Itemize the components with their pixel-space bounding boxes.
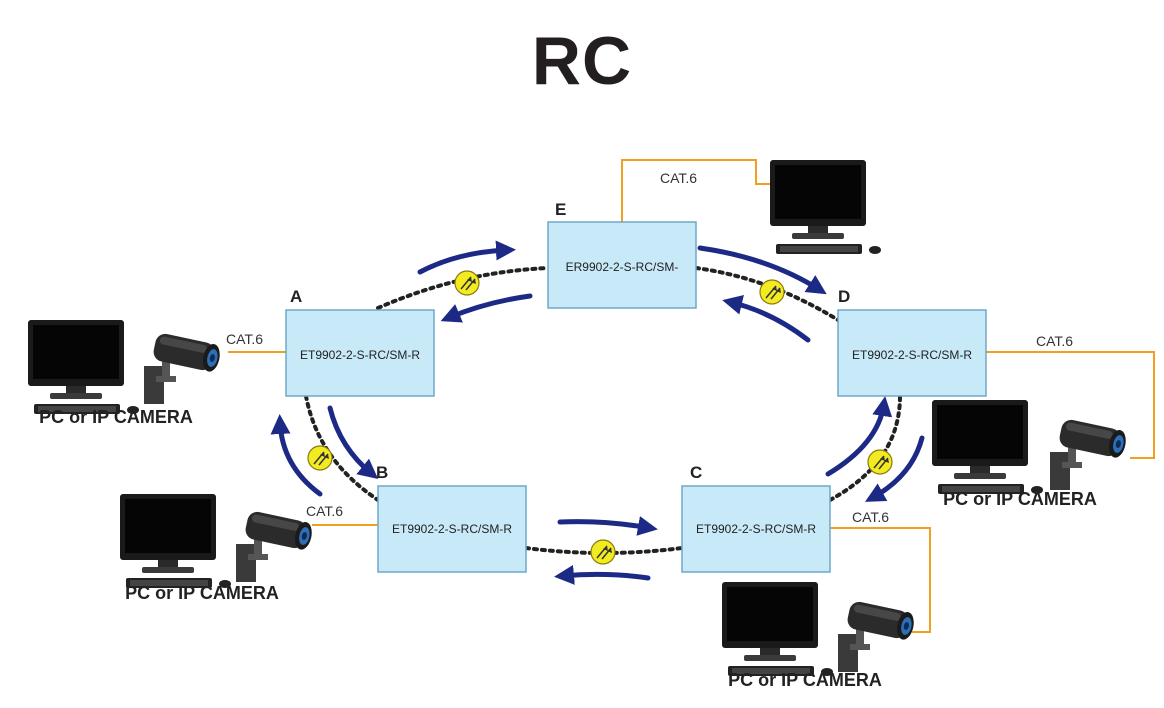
- fiber-link-icon: [454, 270, 480, 296]
- cable-label: CAT.6: [660, 170, 697, 186]
- direction-arrow-icon: [864, 435, 925, 502]
- node-model-label: ET9902-2-S-RC/SM-R: [392, 522, 512, 536]
- direction-arrow-icon: [557, 516, 658, 536]
- node-model-label: ER9902-2-S-RC/SM-: [566, 260, 679, 274]
- cable-line-d: [985, 351, 1155, 459]
- device-label: PC or IP CAMERA: [943, 489, 1097, 509]
- cable-line-c: [830, 527, 931, 633]
- monitor-icon: [770, 160, 881, 254]
- node-model-label: ET9902-2-S-RC/SM-R: [696, 522, 816, 536]
- ip-camera-icon: [1050, 418, 1129, 490]
- device-label: PC or IP CAMERA: [39, 407, 193, 427]
- node-e: ER9902-2-S-RC/SM- E: [547, 200, 697, 309]
- node-d: ET9902-2-S-RC/SM-R D: [837, 287, 987, 397]
- ip-camera-icon: [838, 600, 917, 672]
- node-letter: C: [690, 463, 702, 482]
- device-group-d: [932, 400, 1129, 494]
- direction-arrow-icon: [270, 414, 323, 497]
- fiber-link-icon: [759, 279, 785, 305]
- node-letter: B: [376, 463, 388, 482]
- device-group-e: [770, 160, 881, 254]
- direction-arrow-icon: [440, 293, 533, 323]
- device-label: PC or IP CAMERA: [125, 583, 279, 603]
- direction-arrow-icon: [554, 564, 651, 585]
- node-a: ET9902-2-S-RC/SM-R A: [285, 287, 435, 397]
- fiber-link-c-d: [828, 394, 902, 502]
- diagram-title: RC: [531, 23, 633, 99]
- cable-label: CAT.6: [226, 331, 263, 347]
- monitor-icon: [28, 320, 139, 414]
- node-letter: E: [555, 200, 566, 219]
- cable-label: CAT.6: [1036, 333, 1073, 349]
- cable-label: CAT.6: [852, 509, 889, 525]
- ip-camera-icon: [144, 332, 223, 404]
- node-letter: A: [290, 287, 302, 306]
- device-group-c: [722, 582, 917, 676]
- node-letter: D: [838, 287, 850, 306]
- node-b: ET9902-2-S-RC/SM-R B: [376, 463, 527, 573]
- monitor-icon: [120, 494, 231, 588]
- cable-label: CAT.6: [306, 503, 343, 519]
- node-c: ET9902-2-S-RC/SM-R C: [681, 463, 831, 573]
- direction-arrow-icon: [327, 405, 379, 480]
- direction-arrow-icon: [825, 396, 893, 477]
- cable-line-e: [621, 159, 770, 222]
- monitor-icon: [932, 400, 1043, 494]
- fiber-link-icon: [590, 539, 616, 565]
- fiber-link-icon: [307, 445, 333, 471]
- device-group-b: [120, 494, 315, 588]
- device-label: PC or IP CAMERA: [728, 670, 882, 690]
- node-model-label: ET9902-2-S-RC/SM-R: [852, 348, 972, 362]
- direction-arrows: [270, 240, 925, 585]
- node-model-label: ET9902-2-S-RC/SM-R: [300, 348, 420, 362]
- direction-arrow-icon: [722, 295, 811, 343]
- direction-arrow-icon: [697, 245, 827, 295]
- monitor-icon: [722, 582, 833, 676]
- ip-camera-icon: [236, 510, 315, 582]
- fiber-link-icon: [867, 449, 893, 475]
- device-group-a: [28, 320, 223, 414]
- direction-arrow-icon: [417, 240, 516, 275]
- cable-lines: [228, 159, 1155, 633]
